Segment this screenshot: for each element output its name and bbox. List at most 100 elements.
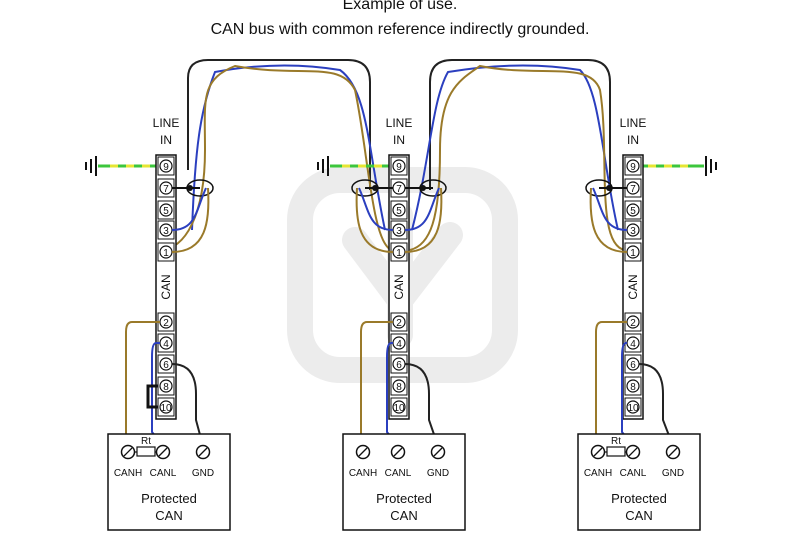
device-label-line1: Protected	[141, 491, 197, 506]
module-label-can: CAN	[159, 274, 173, 299]
terminal-screw	[626, 203, 640, 217]
device-terminal-label: CANL	[385, 468, 412, 479]
terminal-screw	[392, 203, 406, 217]
terminal-number: 5	[163, 206, 169, 217]
screw-slot	[198, 447, 208, 457]
device-terminal-label: GND	[427, 468, 449, 479]
junction-dot	[187, 185, 193, 191]
canh-drop-wire	[125, 321, 160, 446]
can-high-cable-1	[159, 64, 393, 251]
screw-slot	[158, 447, 168, 457]
device-label-line2: CAN	[155, 508, 182, 523]
terminal-number: 6	[630, 360, 636, 371]
diagram-title-line2: CAN bus with common reference indirectly…	[210, 21, 590, 38]
terminal-number: 1	[163, 248, 169, 259]
terminal-number: 5	[630, 206, 636, 217]
can-high-wire	[171, 187, 210, 253]
terminal-number: 6	[163, 360, 169, 371]
earth-icon	[317, 156, 329, 176]
cable-shield-clamp	[351, 179, 379, 197]
terminal-number: 4	[630, 339, 636, 350]
terminal-number: 8	[630, 382, 636, 393]
terminal-number: 7	[396, 184, 402, 195]
terminal-screw	[159, 203, 173, 217]
terminal-number: 3	[630, 226, 636, 237]
can-low-wire	[592, 187, 628, 231]
terminal-screw	[392, 159, 406, 173]
terminal-number: 9	[396, 162, 402, 173]
resistor-label: Rt	[611, 436, 621, 447]
screw-slot	[628, 447, 638, 457]
module-label-can: CAN	[626, 274, 640, 299]
can-low-wire	[358, 187, 394, 231]
junction-dot	[372, 185, 378, 191]
junction-dot	[420, 185, 426, 191]
terminal-screw	[159, 379, 173, 393]
cable-shield-clamp	[585, 179, 613, 197]
terminal-screw	[626, 159, 640, 173]
module-label-can: CAN	[392, 274, 406, 299]
gnd-drop-wire	[404, 363, 439, 447]
protector-modules: LINEINCAN97531246810LINEINCAN97531246810…	[125, 116, 674, 447]
screw-slot	[358, 447, 368, 457]
device-label-line1: Protected	[611, 491, 667, 506]
line-in-label: IN	[627, 133, 639, 147]
line-in-label: LINE	[153, 116, 180, 130]
can-high-wire	[589, 187, 628, 253]
terminal-number: 1	[630, 248, 636, 259]
gnd-drop-wire	[171, 363, 204, 447]
diagram-title-line1: Example of use.	[342, 0, 458, 13]
screw-slot	[433, 447, 443, 457]
earth-icon	[705, 156, 717, 176]
terminal-number: 2	[396, 318, 402, 329]
cable-shield-clamp	[419, 179, 447, 197]
canh-drop-wire	[360, 321, 393, 446]
terminal-number: 9	[163, 162, 169, 173]
canl-drop-wire	[621, 342, 634, 447]
terminal-screw	[626, 379, 640, 393]
terminal-number: 3	[396, 226, 402, 237]
device-label-line2: CAN	[390, 508, 417, 523]
line-in-label: IN	[393, 133, 405, 147]
terminal-number: 10	[393, 403, 405, 414]
terminal-screw	[392, 400, 406, 414]
device-terminal-label: CANL	[620, 468, 647, 479]
terminal-number: 7	[163, 184, 169, 195]
device-label-line2: CAN	[625, 508, 652, 523]
junction-dot	[606, 185, 612, 191]
can-low-wire	[404, 187, 440, 231]
canl-drop-wire	[386, 342, 399, 447]
terminal-number: 9	[630, 162, 636, 173]
terminal-number: 5	[396, 206, 402, 217]
ground-cable-2	[429, 59, 611, 190]
device-terminal-label: CANH	[584, 468, 612, 479]
screw-slot	[668, 447, 678, 457]
earth-symbols	[85, 156, 717, 176]
terminal-number: 7	[630, 184, 636, 195]
gnd-drop-wire	[638, 363, 674, 447]
terminal-screw	[626, 400, 640, 414]
terminal-screw	[159, 400, 173, 414]
ground-cable-1	[187, 59, 371, 190]
terminal-number: 8	[163, 382, 169, 393]
terminal-screw	[159, 159, 173, 173]
terminal-number: 2	[630, 318, 636, 329]
termination-resistor	[136, 446, 156, 457]
can-low-wire	[171, 187, 207, 231]
terminal-number: 10	[160, 403, 172, 414]
cable-shield-clamp	[186, 179, 214, 197]
can-low-cable-2	[411, 64, 619, 231]
earth-icon	[85, 156, 97, 176]
can-low-cable-1	[191, 64, 386, 231]
terminal-number: 10	[627, 403, 639, 414]
resistor-label: Rt	[141, 436, 151, 447]
can-high-wire	[404, 187, 443, 253]
